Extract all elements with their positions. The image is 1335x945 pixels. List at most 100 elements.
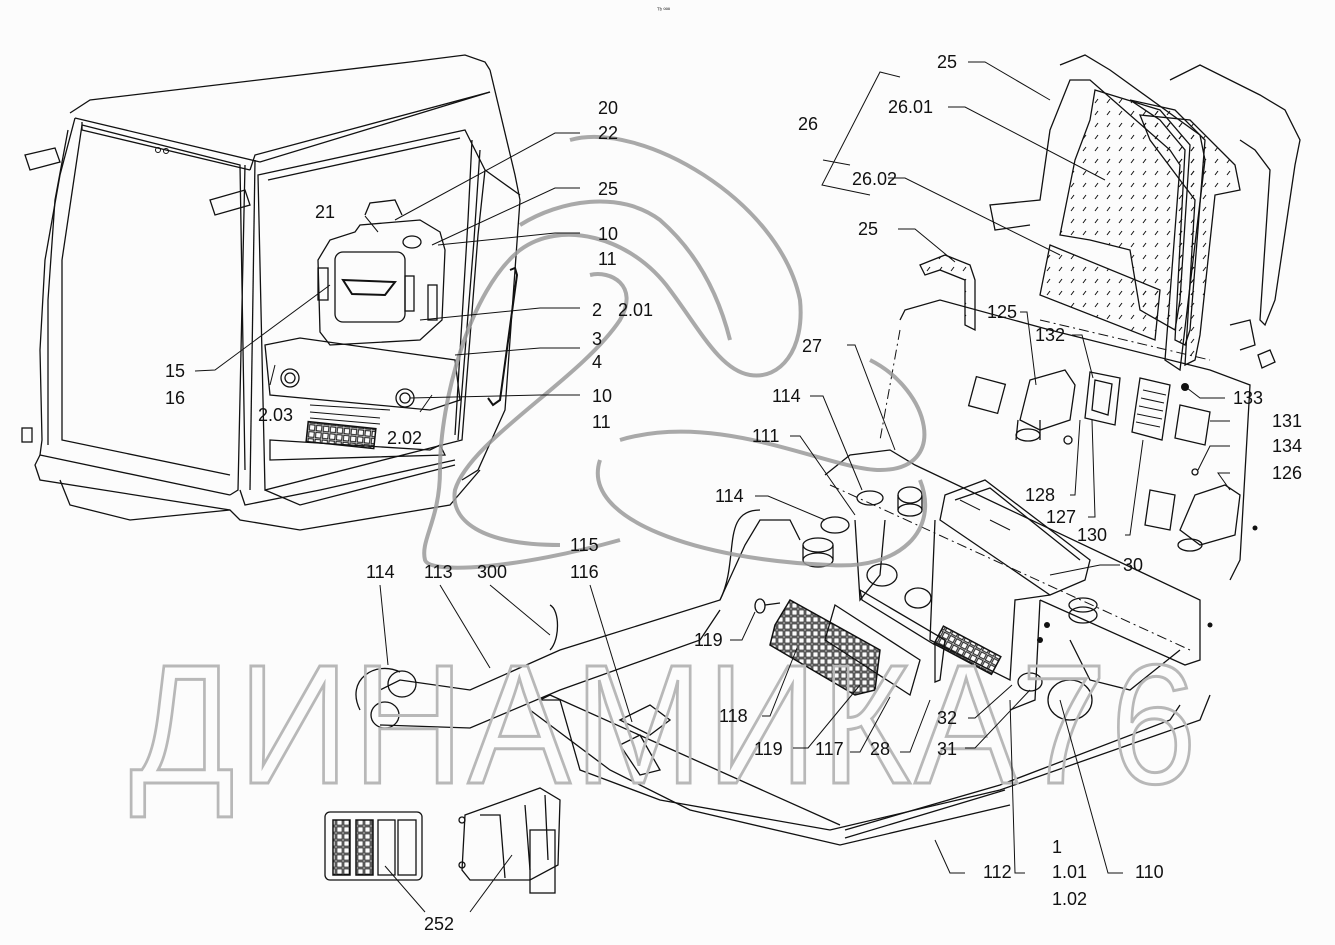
- seat-headrest: [364, 199, 403, 216]
- louvre-130: [1131, 377, 1171, 441]
- label-2-02: 2.02: [387, 428, 422, 448]
- label-2-01: 2.01: [618, 300, 653, 320]
- ducts: [355, 509, 1211, 846]
- label-30: 30: [1123, 555, 1143, 575]
- duct-113-lower: [379, 609, 721, 729]
- clip-116: [618, 704, 672, 736]
- label-252: 252: [424, 914, 454, 934]
- label-300: 300: [477, 562, 507, 582]
- label-119-upper: 119: [694, 630, 723, 650]
- filter-117: [824, 603, 921, 697]
- grille-118: [769, 598, 881, 696]
- label-26: 26: [798, 114, 818, 134]
- console-vent: [305, 420, 377, 450]
- label-114-mid: 114: [715, 486, 744, 506]
- air-vent-125: [1019, 369, 1076, 431]
- label-126: 126: [1272, 463, 1302, 483]
- label-118: 118: [719, 706, 748, 726]
- clamp-300: [549, 604, 559, 651]
- label-130: 130: [1077, 525, 1107, 545]
- label-26-01: 26.01: [888, 97, 933, 117]
- label-4: 4: [592, 352, 602, 372]
- cab-cladding-panels: [879, 54, 1301, 581]
- watermark-swoosh: [422, 134, 927, 570]
- rear-panel: [899, 299, 1251, 581]
- part-labels: 20 22 25 10 11 2 2.01 3 4 10 11 21 15 16…: [165, 52, 1302, 934]
- clamp-114-left: [387, 670, 417, 698]
- insulation-26-01: [1059, 89, 1191, 332]
- label-25-mid: 25: [858, 219, 878, 239]
- label-112: 112: [983, 862, 1012, 882]
- label-125: 125: [987, 302, 1017, 322]
- label-31: 31: [937, 739, 957, 759]
- duct-clamp-30: [1068, 606, 1098, 624]
- right-mirror-bracket: [209, 189, 251, 216]
- duct-112: [540, 694, 1211, 831]
- outer-panel: [1169, 64, 1301, 327]
- label-21: 21: [315, 202, 335, 222]
- label-26-02: 26.02: [852, 169, 897, 189]
- seat-panel: [334, 251, 406, 323]
- label-22: 22: [598, 123, 618, 143]
- label-28: 28: [870, 739, 890, 759]
- label-25-cab: 25: [598, 179, 618, 199]
- label-119-lower: 119: [754, 739, 783, 759]
- label-115: 115: [570, 535, 599, 555]
- label-111: 111: [752, 426, 779, 446]
- label-2-03: 2.03: [258, 405, 293, 425]
- label-127: 127: [1046, 507, 1076, 527]
- label-114-upper: 114: [772, 386, 801, 406]
- label-10-lower: 10: [592, 386, 612, 406]
- seat-logo: [341, 278, 397, 297]
- label-11-upper: 11: [598, 249, 617, 269]
- cab-roof-edge: [69, 54, 491, 114]
- label-20: 20: [598, 98, 618, 118]
- cab-assembly: [21, 54, 521, 531]
- leader-lines: [194, 61, 1231, 913]
- insulation-26-02: [1039, 244, 1161, 341]
- grille-frame-132: [1084, 371, 1121, 426]
- label-134: 134: [1272, 436, 1302, 456]
- label-27: 27: [802, 336, 822, 356]
- seat-back: [317, 219, 446, 346]
- label-117: 117: [815, 739, 844, 759]
- hose-110: [1047, 679, 1093, 721]
- screw-133: [1181, 383, 1189, 391]
- label-132: 132: [1035, 325, 1065, 345]
- screw-119: [754, 598, 766, 614]
- label-131: 131: [1272, 411, 1302, 431]
- label-11-lower: 11: [592, 412, 611, 432]
- vent-parts: [967, 349, 1276, 628]
- label-110: 110: [1135, 862, 1164, 882]
- heater-housing-top: [939, 479, 1091, 596]
- label-128: 128: [1025, 485, 1055, 505]
- label-1-01: 1.01: [1052, 862, 1087, 882]
- air-vent-126: [1179, 484, 1241, 546]
- clamp-114: [820, 516, 850, 534]
- heater-unit: [802, 449, 1201, 721]
- cab-roof-front: [74, 91, 491, 163]
- hose-111: [854, 519, 886, 602]
- label-15: 15: [165, 361, 185, 381]
- label-1: 1: [1052, 837, 1062, 857]
- cab-left-side: [39, 117, 231, 496]
- label-133: 133: [1233, 388, 1263, 408]
- cab-handrail: [487, 266, 519, 407]
- label-1-02: 1.02: [1052, 889, 1087, 909]
- label-114-left: 114: [366, 562, 395, 582]
- filter-131: [1174, 404, 1211, 446]
- label-25-top: 25: [937, 52, 957, 72]
- label-16: 16: [165, 388, 185, 408]
- fuse-box-252: [324, 787, 561, 894]
- label-10-upper: 10: [598, 224, 618, 244]
- label-3: 3: [592, 329, 602, 349]
- trim-25-lower: [919, 254, 976, 332]
- relay-block: [461, 787, 561, 881]
- label-116: 116: [570, 562, 599, 582]
- left-mirror-bracket: [24, 147, 61, 171]
- label-2: 2: [592, 300, 602, 320]
- filters: [754, 588, 946, 697]
- seal-28: [859, 588, 946, 683]
